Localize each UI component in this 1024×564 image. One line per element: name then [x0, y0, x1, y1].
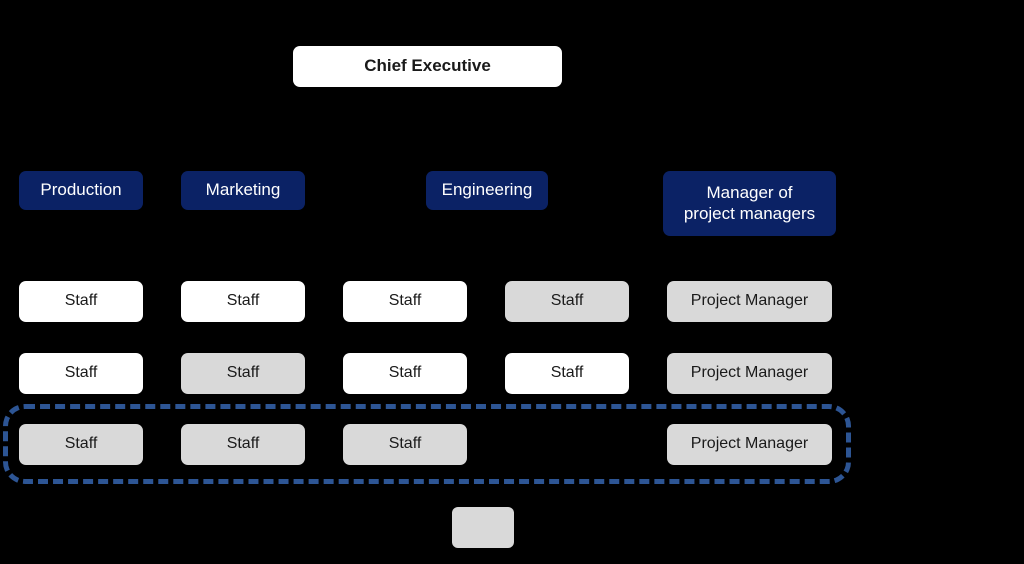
node-department-production[interactable]: Production [19, 171, 143, 210]
node-chief-executive[interactable]: Chief Executive [293, 46, 562, 87]
node-row1-marketing-staff[interactable]: Staff [181, 281, 305, 322]
node-row3-marketing-staff[interactable]: Staff [181, 424, 305, 465]
node-row1-production-staff[interactable]: Staff [19, 281, 143, 322]
node-row3-engineering-staff[interactable]: Staff [343, 424, 467, 465]
project-team-highlight-group [3, 404, 851, 484]
node-row1-col4-staff[interactable]: Staff [505, 281, 629, 322]
node-department-engineering[interactable]: Engineering [426, 171, 548, 210]
node-row2-engineering-staff[interactable]: Staff [343, 353, 467, 394]
node-row3-production-staff[interactable]: Staff [19, 424, 143, 465]
node-department-marketing[interactable]: Marketing [181, 171, 305, 210]
node-manager-of-project-managers[interactable]: Manager of project managers [663, 171, 836, 236]
node-row1-engineering-staff[interactable]: Staff [343, 281, 467, 322]
node-row2-project-manager[interactable]: Project Manager [667, 353, 832, 394]
node-row1-project-manager[interactable]: Project Manager [667, 281, 832, 322]
node-row2-marketing-staff[interactable]: Staff [181, 353, 305, 394]
legend-color-swatch [452, 507, 514, 548]
node-row3-project-manager[interactable]: Project Manager [667, 424, 832, 465]
node-row2-col4-staff[interactable]: Staff [505, 353, 629, 394]
node-row2-production-staff[interactable]: Staff [19, 353, 143, 394]
